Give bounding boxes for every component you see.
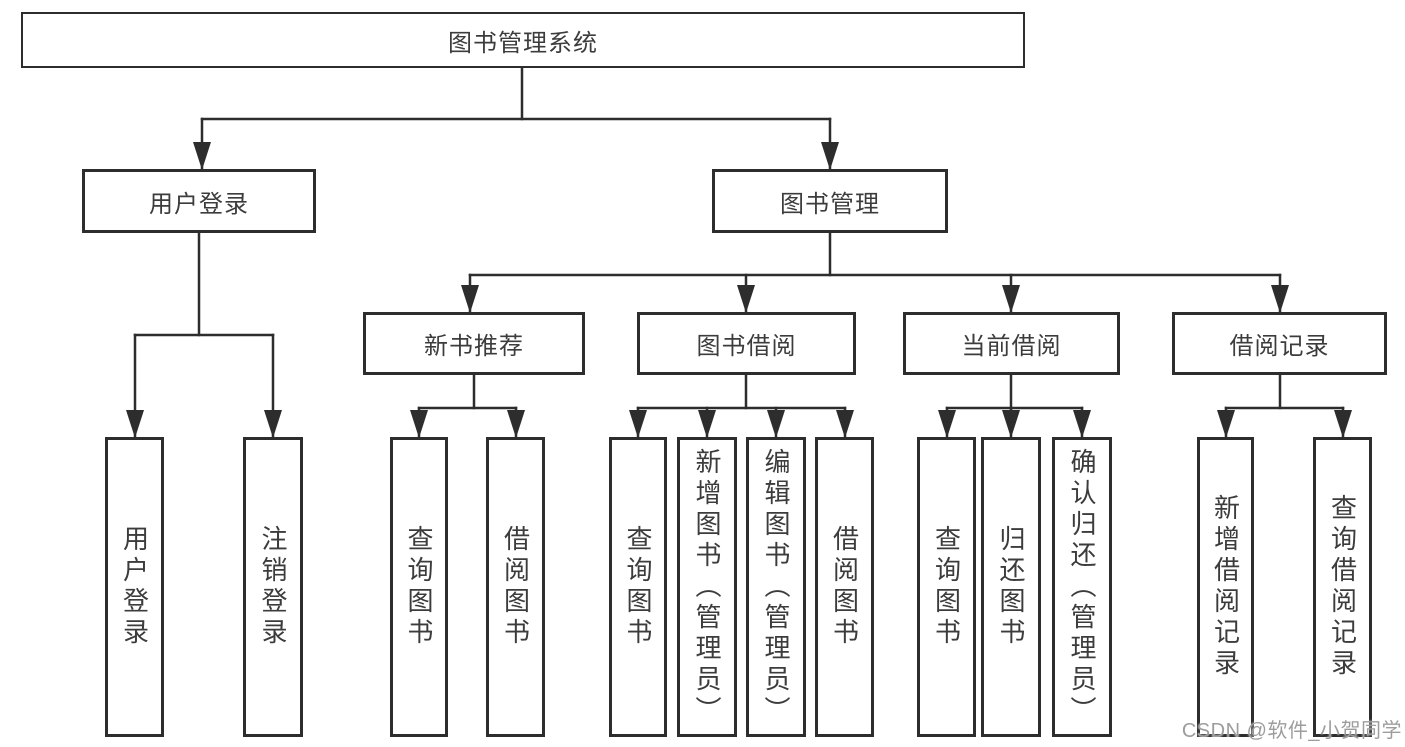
node-borrow-record-label: 借阅记录 <box>1229 333 1330 360</box>
node-new-book-rec-label: 新书推荐 <box>424 333 524 360</box>
leaf-user-login: 用户登录 <box>105 437 164 737</box>
leaf-user-login-label: 用户登录 <box>119 525 150 649</box>
csdn-watermark: CSDN @软件_小贺同学 <box>1181 720 1402 742</box>
node-book-borrow: 图书借阅 <box>637 312 856 375</box>
leaf-bb-borrow-books-label: 借阅图书 <box>829 525 860 649</box>
leaf-bb-query-books-label: 查询图书 <box>623 525 653 649</box>
leaf-cb-query-books-label: 查询图书 <box>931 525 962 649</box>
leaf-bb-edit-books: 编辑图书（管理员） <box>746 437 806 737</box>
node-borrow-record: 借阅记录 <box>1172 312 1387 375</box>
node-current-borrow-label: 当前借阅 <box>961 333 1062 360</box>
edges-user-login <box>126 231 282 439</box>
leaf-cb-return-books: 归还图书 <box>981 437 1041 737</box>
node-root-label: 图书管理系统 <box>448 29 598 57</box>
leaf-br-query-record: 查询借阅记录 <box>1313 437 1372 737</box>
leaf-logout-label: 注销登录 <box>258 525 288 649</box>
node-root: 图书管理系统 <box>21 12 1025 68</box>
leaf-br-add-record-label: 新增借阅记录 <box>1210 494 1241 680</box>
edges-new-book-rec <box>410 373 525 439</box>
node-current-borrow: 当前借阅 <box>903 312 1120 375</box>
edges-current-borrow <box>938 373 1091 439</box>
leaf-br-add-record: 新增借阅记录 <box>1197 437 1254 737</box>
edges-borrow-record <box>1217 373 1352 439</box>
leaf-logout: 注销登录 <box>243 437 303 737</box>
node-user-login-label: 用户登录 <box>149 190 249 218</box>
node-new-book-rec: 新书推荐 <box>363 312 585 375</box>
leaf-bb-query-books: 查询图书 <box>609 437 667 737</box>
leaf-cb-confirm-return: 确认归还（管理员） <box>1052 437 1112 737</box>
leaf-bb-borrow-books: 借阅图书 <box>815 437 874 737</box>
edges-book-mgmt <box>461 231 1289 314</box>
node-book-borrow-label: 图书借阅 <box>696 333 797 360</box>
leaf-cb-confirm-return-label: 确认归还（管理员） <box>1067 447 1097 727</box>
leaf-bb-add-books: 新增图书（管理员） <box>677 437 737 737</box>
node-book-mgmt: 图书管理 <box>712 169 948 233</box>
leaf-cb-query-books: 查询图书 <box>917 437 976 737</box>
leaf-bb-edit-books-label: 编辑图书（管理员） <box>761 447 791 727</box>
edges-root <box>193 66 839 171</box>
leaf-cb-return-books-label: 归还图书 <box>996 525 1026 649</box>
node-user-login: 用户登录 <box>82 169 316 233</box>
leaf-rec-query-books-label: 查询图书 <box>404 525 434 649</box>
leaf-rec-borrow-books-label: 借阅图书 <box>500 525 531 649</box>
leaf-rec-borrow-books: 借阅图书 <box>486 437 545 737</box>
edges-book-borrow <box>629 373 854 439</box>
leaf-br-query-record-label: 查询借阅记录 <box>1327 494 1358 680</box>
leaf-rec-query-books: 查询图书 <box>390 437 448 737</box>
leaf-bb-add-books-label: 新增图书（管理员） <box>692 447 722 727</box>
node-book-mgmt-label: 图书管理 <box>780 190 880 218</box>
